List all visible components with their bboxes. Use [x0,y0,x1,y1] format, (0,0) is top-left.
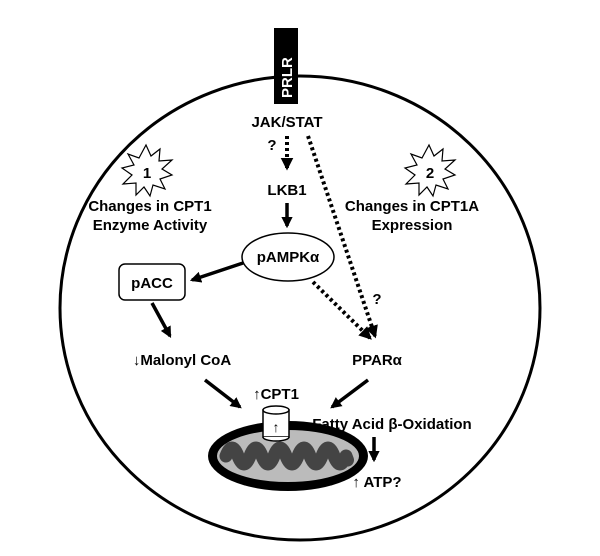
dotted-arrow-jak-ppar [306,135,378,339]
dotted-arrow-pampk-ppar [311,280,372,340]
malonyl-coa-label: ↓Malonyl CoA [133,352,232,369]
starburst-2 [403,143,457,198]
callout-1-line2: Enzyme Activity [93,217,208,234]
callout-1: 1 Changes in CPT1 Enzyme Activity [88,143,212,234]
callout-2-line2: Expression [372,217,453,234]
prlr-label: PRLR [279,57,296,98]
arrow-pampk-pacc [189,261,244,283]
cpt1-channel [262,405,290,442]
pampk-label: pAMPKα [257,249,320,266]
prlr-receptor [274,28,298,104]
arrow-ppar-mito [330,378,370,409]
pacc-node [118,263,186,301]
arrow-malonyl-mito [203,378,242,409]
arrow-pacc-malonyl [150,302,172,338]
callout-2: 2 Changes in CPT1A Expression [345,143,479,234]
jak-stat-label: JAK/STAT [251,114,322,131]
pacc-label: pACC [131,275,173,292]
question-mark-top: ? [267,137,276,154]
mitochondrion [208,421,368,491]
lkb1-label: LKB1 [267,182,306,199]
cpt1-channel-arrow: ↑ [273,419,280,435]
callout-1-line1: Changes in CPT1 [88,198,211,215]
cell-membrane [58,74,542,542]
starburst-1 [120,143,174,198]
callout-1-number: 1 [143,165,151,182]
ppar-alpha-label: PPARα [352,352,403,369]
question-mark-mid: ? [372,291,381,308]
callout-2-number: 2 [426,165,434,182]
atp-label: ↑ ATP? [352,474,401,491]
cpt1-label: ↑CPT1 [253,386,299,403]
fatty-acid-oxidation-label: Fatty Acid β-Oxidation [312,416,471,433]
callout-2-line1: Changes in CPT1A [345,198,479,215]
pampk-node [241,232,335,282]
